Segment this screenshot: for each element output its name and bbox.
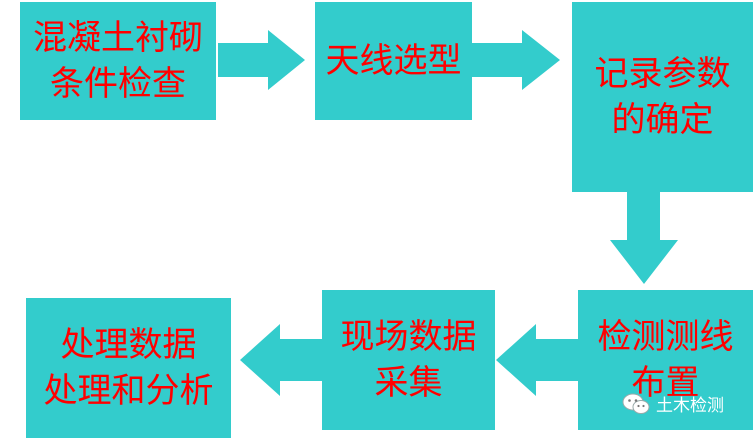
box-data-processing-analysis: 处理数据 处理和分析 [26, 298, 231, 438]
watermark: 土木检测 [622, 391, 724, 416]
arrow-left-1 [496, 324, 578, 396]
arrow-left-2 [240, 324, 322, 396]
watermark-label: 土木检测 [656, 396, 724, 416]
arrow-down [610, 192, 678, 284]
arrow-right-2 [472, 30, 560, 90]
arrow-right-1 [218, 30, 305, 90]
box-antenna-selection: 天线选型 [315, 2, 472, 120]
box-record-parameters: 记录参数 的确定 [572, 2, 753, 192]
wechat-icon [622, 393, 650, 415]
box-concrete-lining-check: 混凝土衬砌 条件检查 [20, 2, 216, 120]
box-survey-line-layout: 检测测线 布置 [578, 290, 753, 430]
box-field-data-collection: 现场数据 采集 [322, 290, 495, 430]
